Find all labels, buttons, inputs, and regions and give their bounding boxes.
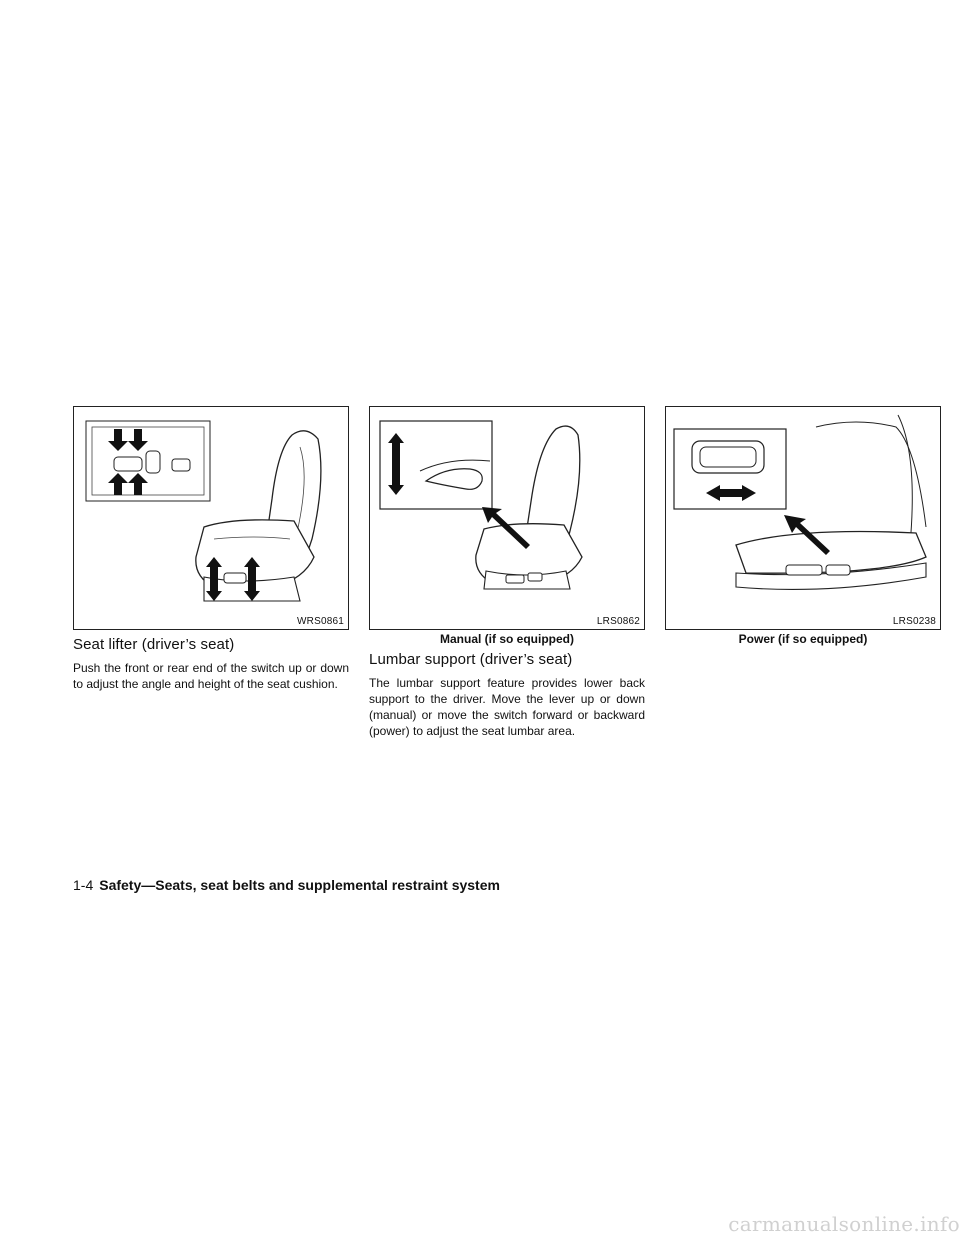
section-body-lumbar-support: The lumbar support feature provides lowe… — [369, 676, 645, 738]
figure-lumbar-manual: LRS0862 — [369, 406, 645, 630]
figure-lumbar-power: LRS0238 — [665, 406, 941, 630]
lumbar-power-illustration — [673, 414, 927, 590]
page-footer: 1-4 Safety—Seats, seat belts and suppleme… — [73, 877, 500, 893]
section-body-seat-lifter: Push the front or rear end of the switch… — [73, 661, 349, 691]
figure-caption-manual: Manual (if so equipped) — [440, 632, 574, 646]
figure-seat-lifter: WRS0861 — [73, 406, 349, 630]
figure-caption-power: Power (if so equipped) — [738, 632, 868, 646]
figure-code: LRS0238 — [890, 616, 936, 627]
section-heading-seat-lifter: Seat lifter (driver’s seat) — [73, 636, 235, 653]
seat-lifter-illustration — [85, 420, 322, 602]
section-heading-lumbar-support: Lumbar support (driver’s seat) — [369, 651, 573, 668]
watermark: carmanualsonline.info — [728, 1212, 960, 1236]
page-number: 1-4 — [73, 877, 94, 893]
lumbar-manual-illustration — [379, 420, 583, 590]
figure-code: LRS0862 — [594, 616, 640, 627]
chapter-title: Safety—Seats, seat belts and supplementa… — [99, 877, 500, 893]
figure-code: WRS0861 — [295, 616, 344, 627]
